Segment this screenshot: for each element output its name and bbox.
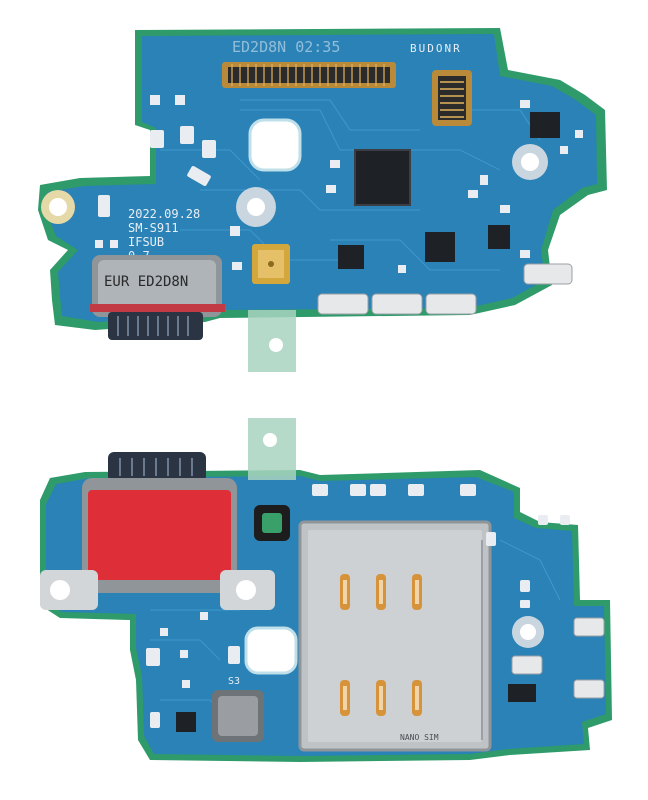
- mounting-hole: [512, 616, 544, 648]
- ic: [425, 232, 455, 262]
- ic: [508, 684, 536, 702]
- board-cutout: [246, 628, 296, 673]
- sim-label: NANO SIM: [400, 733, 439, 742]
- usb-c-port: [82, 452, 237, 593]
- side-switch: [371, 293, 423, 315]
- side-switch: [425, 293, 477, 315]
- usb-c-port: EUR ED2D8N: [90, 255, 225, 340]
- green-flex-tab: [248, 310, 296, 372]
- mounting-hole: [512, 144, 548, 180]
- pcb-traces: [150, 539, 561, 721]
- ic: [338, 245, 364, 269]
- mounting-hole: [220, 570, 275, 610]
- bottom-board: NANO SIM S3: [40, 418, 612, 762]
- date-label: 2022.09.28: [128, 207, 200, 221]
- sim-card-holder: NANO SIM: [298, 520, 492, 752]
- part-label: IFSUB: [128, 235, 164, 249]
- fpc-label: ED2D8N 02:35: [232, 38, 340, 56]
- side-switch: [511, 655, 543, 675]
- ic: [176, 712, 196, 732]
- ic: [530, 112, 560, 138]
- port-label: EUR ED2D8N: [104, 274, 188, 290]
- model-label: SM-S911: [128, 221, 179, 235]
- ic: [488, 225, 510, 249]
- passive-components: [95, 95, 583, 273]
- side-switch: [573, 679, 605, 699]
- corner-label: BUDONR: [410, 42, 462, 55]
- mounting-hole: [41, 190, 75, 224]
- edge-pads: [312, 484, 496, 546]
- board-cutout: [250, 120, 300, 170]
- mounting-hole: [40, 570, 98, 610]
- microphone: [252, 244, 290, 284]
- small-label: S3: [228, 676, 240, 687]
- shield-can: [212, 690, 264, 742]
- connector-pins: [231, 64, 385, 86]
- mounting-hole: [236, 187, 276, 227]
- gasket: [254, 505, 290, 541]
- main-ic: [354, 149, 411, 206]
- passive-components: [146, 515, 570, 728]
- red-protective-film: [88, 490, 231, 580]
- side-switch: [573, 617, 605, 637]
- green-flex-tab: [248, 418, 296, 480]
- side-switch: [523, 263, 573, 285]
- side-switch: [317, 293, 369, 315]
- top-board: ED2D8N 02:35 BUDONR 2022.09.28 SM-S911 I…: [38, 28, 607, 372]
